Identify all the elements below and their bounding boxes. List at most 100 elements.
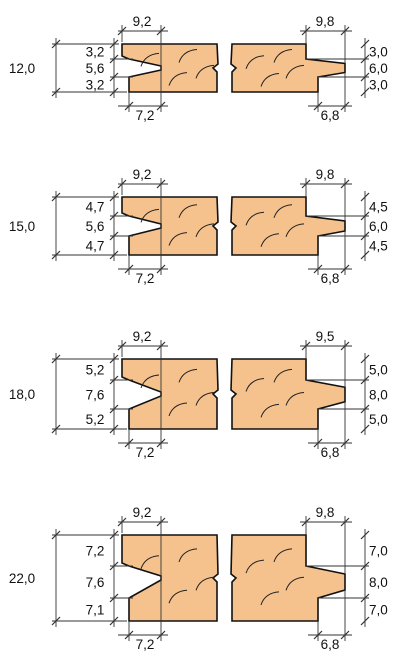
dimension-tick bbox=[360, 192, 370, 202]
dimension-tick bbox=[360, 530, 370, 540]
wood-grain-mark bbox=[140, 52, 160, 67]
dimension-tick bbox=[360, 424, 370, 434]
dimension-tick bbox=[313, 630, 323, 640]
dimension-tick bbox=[301, 341, 311, 351]
total-thickness-label: 15,0 bbox=[9, 219, 35, 234]
dimension-tick bbox=[360, 375, 370, 385]
dimension-tick bbox=[360, 250, 370, 260]
wood-grain-mark bbox=[178, 49, 198, 63]
right-top-width-label: 9,8 bbox=[316, 505, 335, 520]
right-top-width-label: 9,8 bbox=[316, 167, 335, 182]
dimension-tick bbox=[51, 616, 61, 626]
dimension-tick bbox=[340, 101, 350, 111]
dimension-tick bbox=[156, 630, 166, 640]
total-thickness-label: 18,0 bbox=[9, 387, 35, 402]
right-top-width-label: 9,8 bbox=[316, 14, 335, 29]
wood-grain-mark bbox=[178, 368, 198, 383]
dimension-tick bbox=[51, 39, 61, 49]
left-segment-middle-label: 7,6 bbox=[86, 575, 105, 590]
dimension-tick bbox=[117, 341, 127, 351]
dimension-tick bbox=[360, 404, 370, 414]
wood-grain-mark bbox=[195, 392, 215, 406]
dimension-tick bbox=[109, 39, 119, 49]
dimension-tick bbox=[340, 630, 350, 640]
dimension-tick bbox=[109, 354, 119, 364]
dimension-tick bbox=[51, 530, 61, 540]
left-segment-top-label: 5,2 bbox=[86, 363, 105, 378]
wood-grain-mark bbox=[260, 591, 280, 606]
total-thickness-label: 12,0 bbox=[9, 61, 35, 76]
dimension-tick bbox=[360, 72, 370, 82]
dimension-tick bbox=[109, 192, 119, 202]
dimension-tick bbox=[360, 87, 370, 97]
left-segment-bottom-label: 4,7 bbox=[86, 239, 105, 254]
dimension-tick bbox=[109, 72, 119, 82]
wood-grain-mark bbox=[195, 223, 215, 238]
wood-grain-mark bbox=[140, 208, 160, 223]
total-thickness-label: 22,0 bbox=[9, 571, 35, 586]
dimension-tick bbox=[109, 87, 119, 97]
left-top-width-label: 9,2 bbox=[133, 14, 152, 29]
dimension-tick bbox=[156, 341, 166, 351]
wood-grain-mark bbox=[245, 211, 265, 226]
wood-grain-mark bbox=[285, 576, 305, 591]
dimension-tick bbox=[313, 264, 323, 274]
left-segment-middle-label: 7,6 bbox=[86, 388, 105, 403]
wood-grain-mark bbox=[140, 374, 160, 389]
dimension-tick bbox=[156, 264, 166, 274]
left-bottom-width-label: 7,2 bbox=[136, 445, 155, 460]
right-top-width-label: 9,5 bbox=[316, 329, 335, 344]
wood-grain-mark bbox=[168, 72, 188, 86]
right-segment-middle-label: 6,0 bbox=[369, 219, 388, 234]
dimension-tick bbox=[117, 26, 127, 36]
dimension-tick bbox=[301, 26, 311, 36]
dimension-tick bbox=[340, 26, 350, 36]
left-segment-bottom-label: 3,2 bbox=[86, 78, 105, 93]
right-segment-bottom-label: 7,0 bbox=[369, 603, 388, 618]
left-segment-top-label: 7,2 bbox=[86, 544, 105, 559]
dimension-tick bbox=[109, 54, 119, 64]
wood-grain-mark bbox=[285, 223, 305, 238]
wood-grain-mark bbox=[195, 576, 215, 591]
dimension-tick bbox=[109, 593, 119, 603]
right-board-tongue bbox=[230, 358, 346, 430]
wood-grain-mark bbox=[245, 559, 265, 574]
dimension-tick bbox=[340, 264, 350, 274]
left-top-width-label: 9,2 bbox=[133, 167, 152, 182]
wood-grain-mark bbox=[245, 378, 265, 392]
right-segment-top-label: 3,0 bbox=[369, 45, 388, 60]
dimension-tick bbox=[109, 424, 119, 434]
left-bottom-width-label: 7,2 bbox=[136, 108, 155, 123]
right-segment-bottom-label: 4,5 bbox=[369, 239, 388, 254]
wood-grain-mark bbox=[245, 55, 265, 69]
right-board-tongue bbox=[230, 43, 346, 93]
dimension-tick bbox=[109, 404, 119, 414]
wood-grain-mark bbox=[260, 233, 280, 247]
profile-4: 22,07,27,67,19,27,29,86,87,08,07,0 bbox=[9, 505, 388, 652]
right-segment-bottom-label: 5,0 bbox=[369, 412, 388, 427]
right-segment-bottom-label: 3,0 bbox=[369, 78, 388, 93]
right-segment-top-label: 4,5 bbox=[369, 200, 388, 215]
left-top-width-label: 9,2 bbox=[133, 505, 152, 520]
dimension-tick bbox=[156, 517, 166, 527]
dimension-tick bbox=[109, 616, 119, 626]
dimension-tick bbox=[360, 211, 370, 221]
dimension-tick bbox=[109, 530, 119, 540]
wood-grain-mark bbox=[168, 589, 188, 604]
wood-grain-mark bbox=[168, 232, 188, 246]
dimension-tick bbox=[109, 561, 119, 571]
profile-1: 12,03,25,63,29,27,29,86,83,06,03,0 bbox=[9, 14, 388, 123]
dimension-tick bbox=[117, 517, 127, 527]
dimension-tick bbox=[124, 264, 134, 274]
right-segment-middle-label: 6,0 bbox=[369, 61, 388, 76]
dimension-tick bbox=[360, 354, 370, 364]
dimension-tick bbox=[301, 179, 311, 189]
profile-2: 15,04,75,64,79,27,29,86,84,56,04,5 bbox=[9, 167, 388, 286]
dimension-tick bbox=[51, 250, 61, 260]
dimension-tick bbox=[360, 231, 370, 241]
dimension-tick bbox=[360, 39, 370, 49]
left-segment-middle-label: 5,6 bbox=[86, 61, 105, 76]
dimension-tick bbox=[51, 354, 61, 364]
dimension-tick bbox=[117, 179, 127, 189]
